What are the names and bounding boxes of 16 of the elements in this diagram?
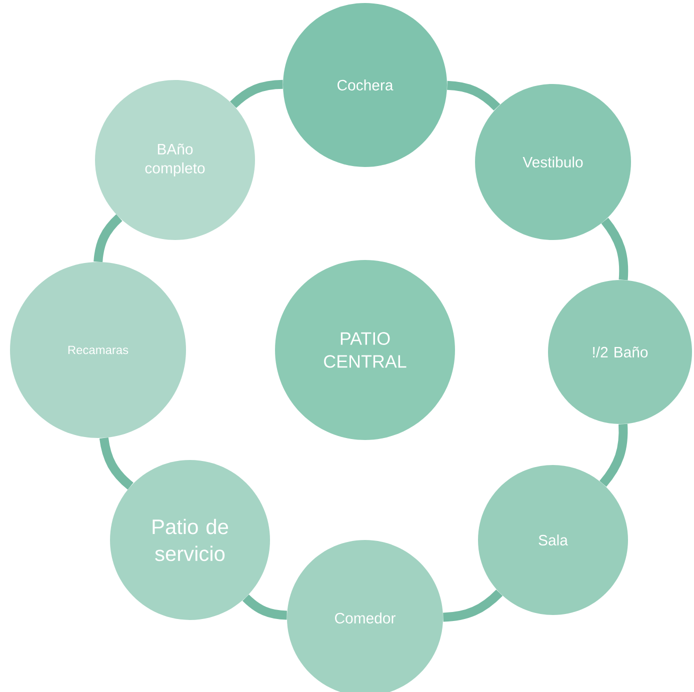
circle-node: Vestibulo	[475, 84, 631, 240]
circle-node: BAño completo	[95, 80, 255, 240]
ring-arc	[242, 594, 288, 620]
circle-node: Cochera	[283, 3, 447, 167]
circle-node: Sala	[478, 465, 628, 615]
ring-arc	[99, 437, 134, 490]
ring-arc	[442, 590, 503, 622]
ring-arc	[446, 80, 500, 111]
ring-arc	[599, 424, 628, 487]
ring-arc	[601, 218, 628, 280]
circle-node: Patio de servicio	[110, 460, 270, 620]
circle-node: Recamaras	[10, 262, 186, 438]
circle-node: !/2 Baño	[548, 280, 692, 424]
ring-arc	[94, 214, 122, 262]
ring-arc	[230, 80, 283, 108]
circle-node: PATIO CENTRAL	[275, 260, 455, 440]
